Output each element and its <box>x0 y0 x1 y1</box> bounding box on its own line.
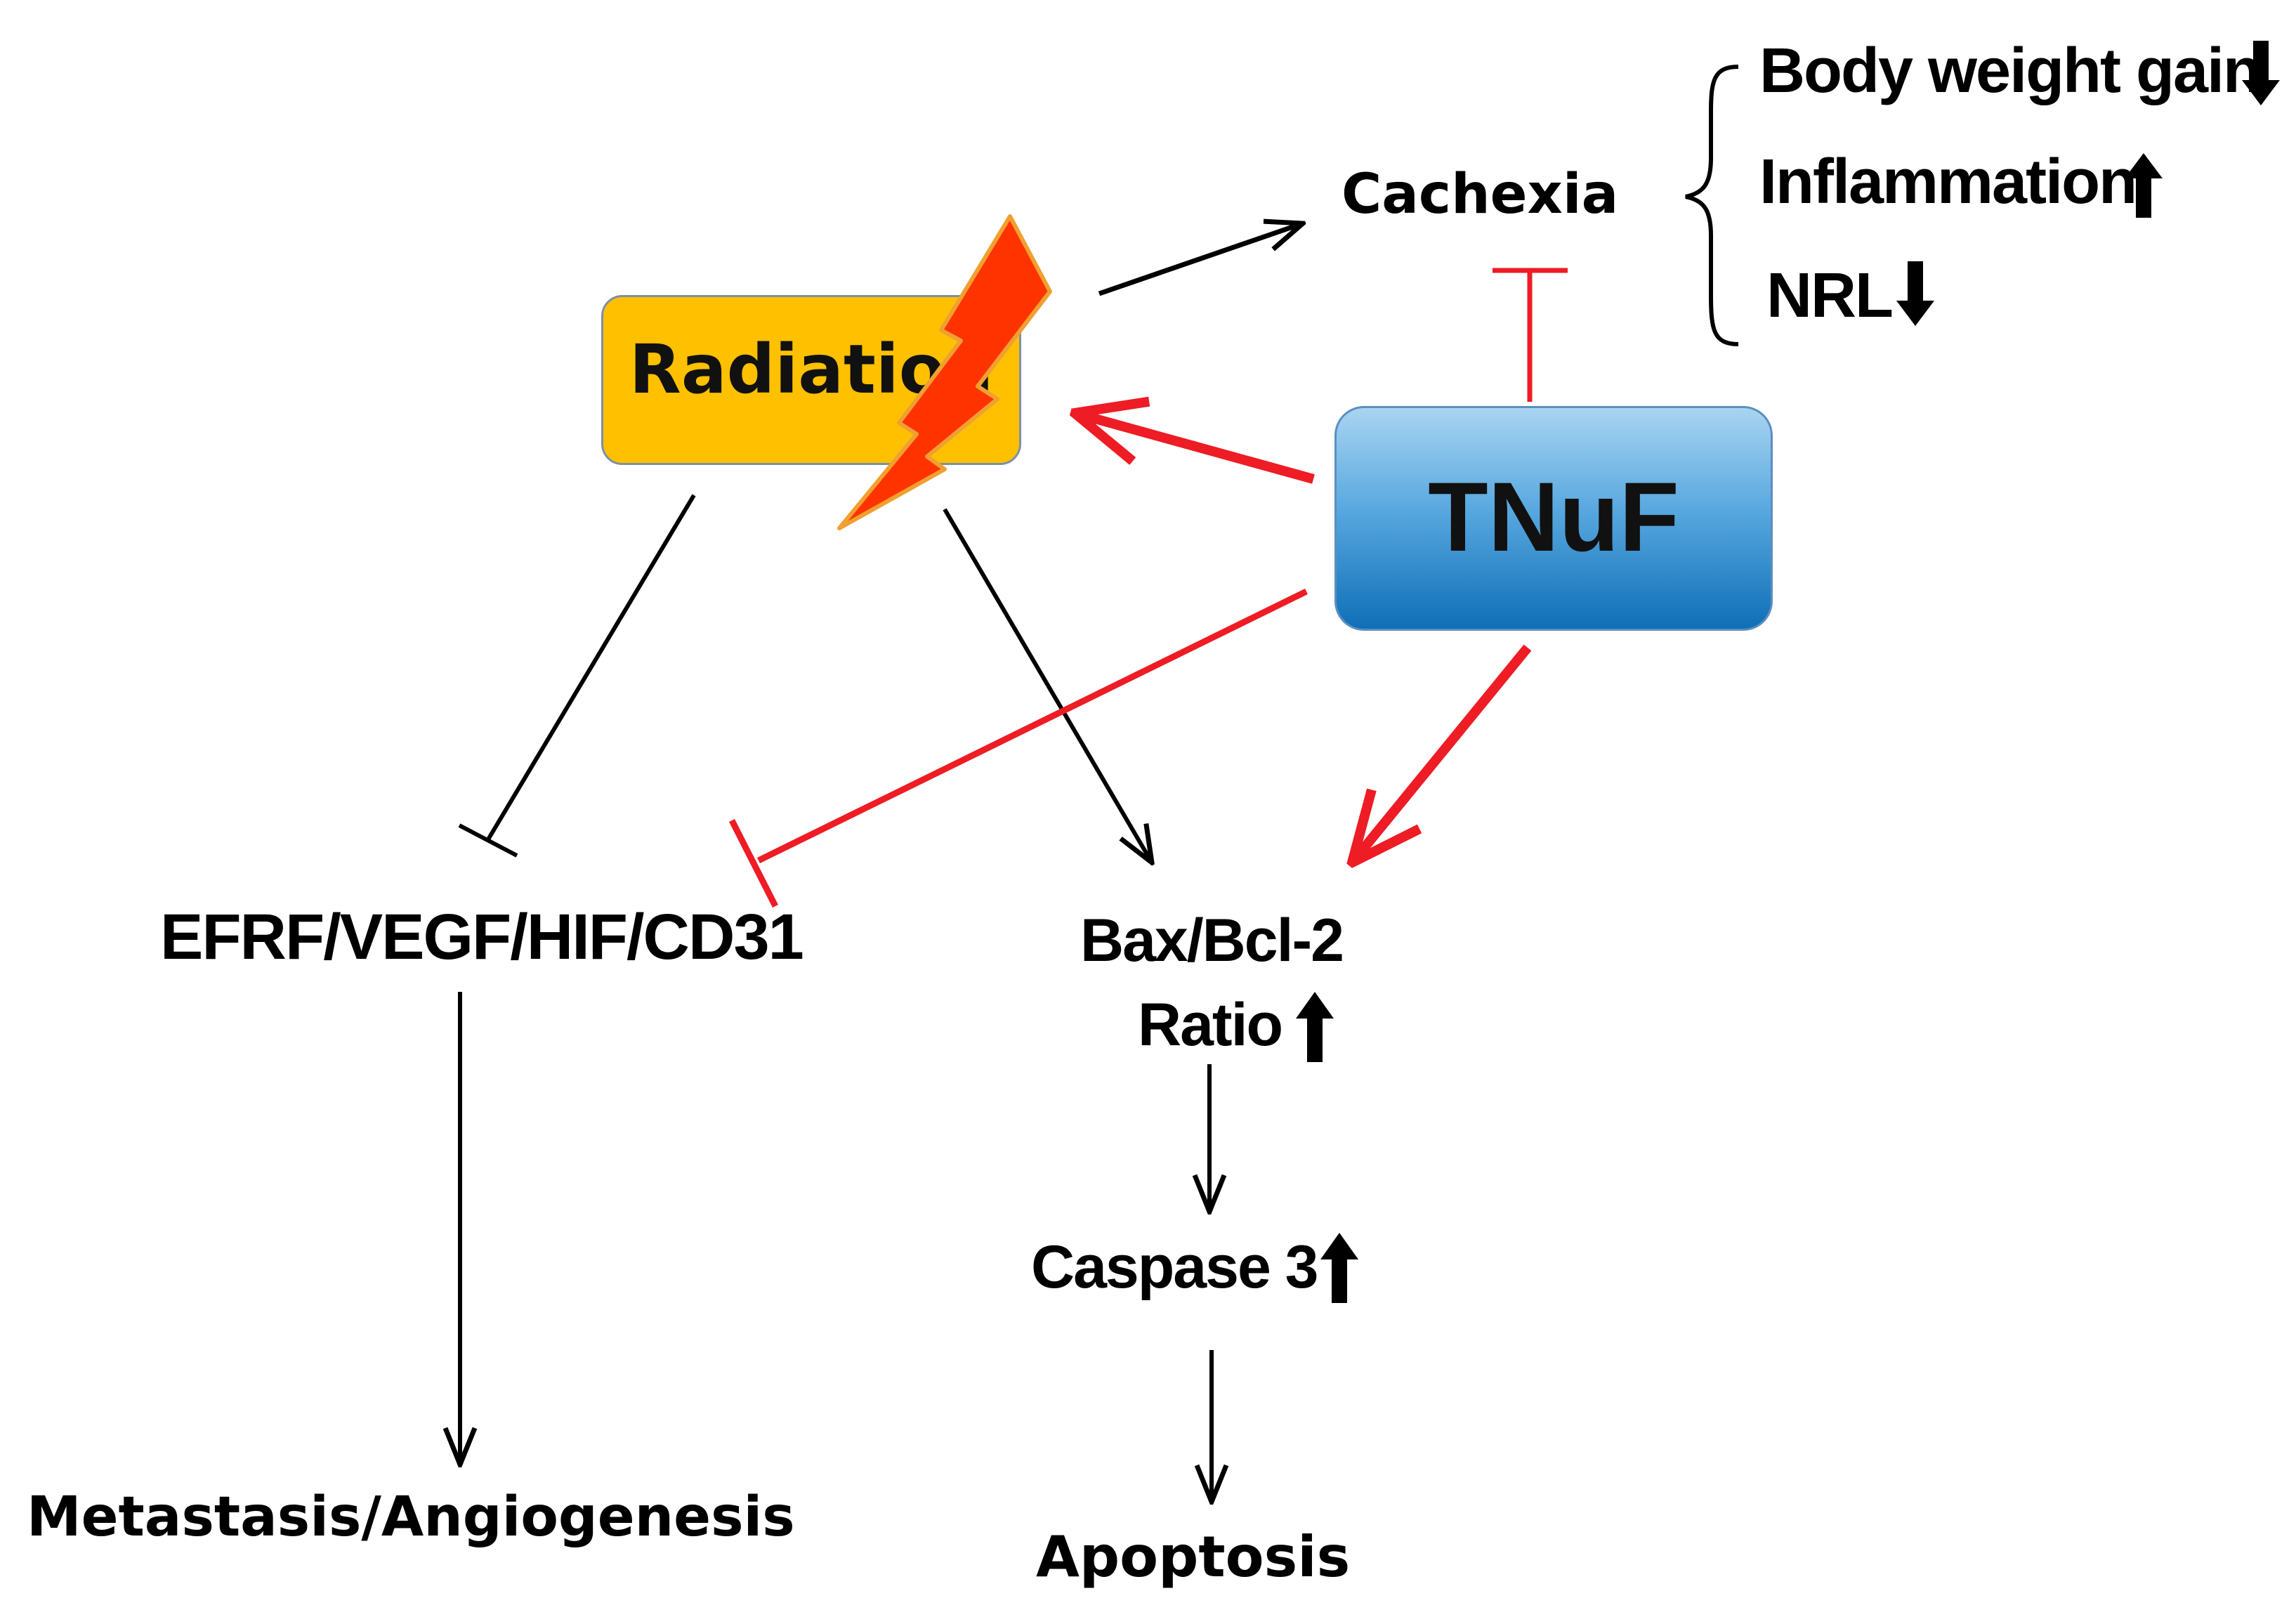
ratio-label: Ratio <box>1138 991 1283 1059</box>
caspase-3-label: Caspase 3 <box>1031 1233 1319 1301</box>
tnuf-to-radiation-arrow <box>1075 413 1315 484</box>
bax-bcl2-label: Bax/Bcl-2 <box>1080 907 1344 974</box>
inflammation-label: Inflammation <box>1759 147 2137 217</box>
up-arrow-icon <box>2125 153 2163 218</box>
down-arrow-icon <box>1896 261 1934 326</box>
efrf-vegf-hif-cd31-label: EFRF/VEGF/HIF/CD31 <box>160 901 804 973</box>
cachexia-label: Cachexia <box>1341 163 1619 226</box>
radiation-to-bax-arrow <box>943 508 1152 863</box>
cachexia-brace <box>1685 65 1739 346</box>
body-weight-gain-label: Body weight gain <box>1759 36 2262 106</box>
nrl-label: NRL <box>1766 261 1894 331</box>
tnuf-inhibits-cachexia <box>1493 268 1568 402</box>
tnuf-to-bax-arrow <box>1352 644 1532 863</box>
apoptosis-label: Apoptosis <box>1036 1524 1351 1590</box>
up-arrow-icon <box>1320 1233 1358 1303</box>
tnuf-node <box>1334 406 1773 631</box>
radiation-inhibits-efrf <box>458 494 696 858</box>
tnuf-inhibits-efrf <box>728 588 1308 908</box>
radiation-to-cachexia-arrow <box>1098 223 1303 296</box>
metastasis-angiogenesis-label: Metastasis/Angiogenesis <box>27 1486 795 1549</box>
up-arrow-icon <box>1296 992 1334 1062</box>
down-arrow-icon <box>2242 41 2280 105</box>
radiation-label: Radiation <box>629 330 994 409</box>
tnuf-label: TNuF <box>1428 461 1679 572</box>
